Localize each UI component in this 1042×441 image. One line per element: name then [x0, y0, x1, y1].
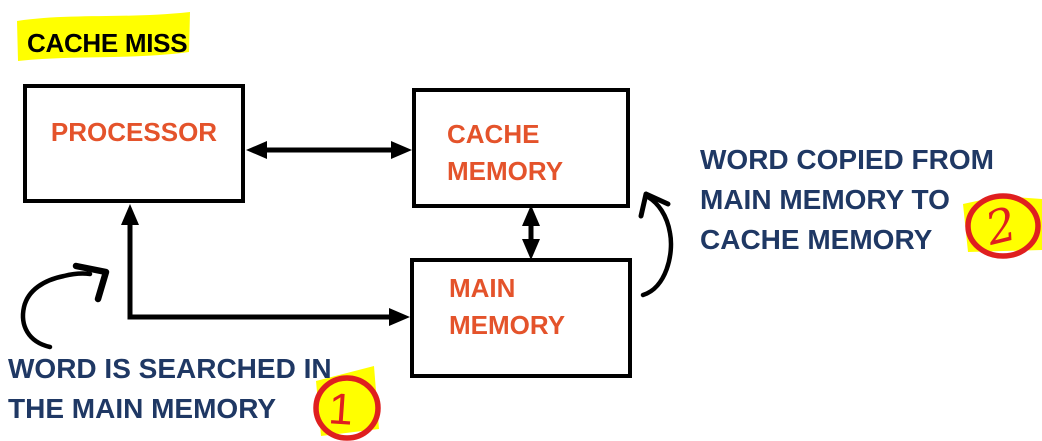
- processor-label: PROCESSOR: [50, 117, 218, 147]
- step2-note-line3: CACHE MEMORY: [700, 224, 933, 255]
- step1-note: WORD IS SEARCHED IN THE MAIN MEMORY: [8, 349, 332, 429]
- cache-memory-box: CACHE MEMORY: [412, 88, 630, 208]
- step2-hand-arrow: [638, 191, 674, 298]
- processor-cache-arrow: [246, 141, 412, 159]
- step1-hand-arrow: [20, 262, 110, 350]
- cache-memory-label-line1: CACHE: [447, 119, 540, 149]
- processor-box: PROCESSOR: [23, 84, 245, 203]
- step1-note-line2: THE MAIN MEMORY: [8, 393, 277, 424]
- cache-main-arrow: [522, 205, 540, 260]
- step1-number: 1: [327, 384, 355, 435]
- processor-main-arrow: [121, 204, 410, 326]
- diagram-title: CACHE MISS: [27, 28, 188, 58]
- step1-note-line1: WORD IS SEARCHED IN: [8, 353, 332, 384]
- step2-note-line1: WORD COPIED FROM: [700, 144, 994, 175]
- main-memory-label-line2: MEMORY: [449, 310, 566, 340]
- main-memory-label-line1: MAIN: [449, 273, 516, 303]
- main-memory-box: MAIN MEMORY: [410, 258, 632, 378]
- step1-circle: 1: [313, 375, 381, 441]
- step2-note: WORD COPIED FROM MAIN MEMORY TO CACHE ME…: [700, 140, 994, 260]
- title-highlight: [17, 12, 190, 61]
- cache-memory-label-line2: MEMORY: [447, 156, 564, 186]
- step2-highlight: [963, 196, 1042, 252]
- step2-note-line2: MAIN MEMORY TO: [700, 184, 950, 215]
